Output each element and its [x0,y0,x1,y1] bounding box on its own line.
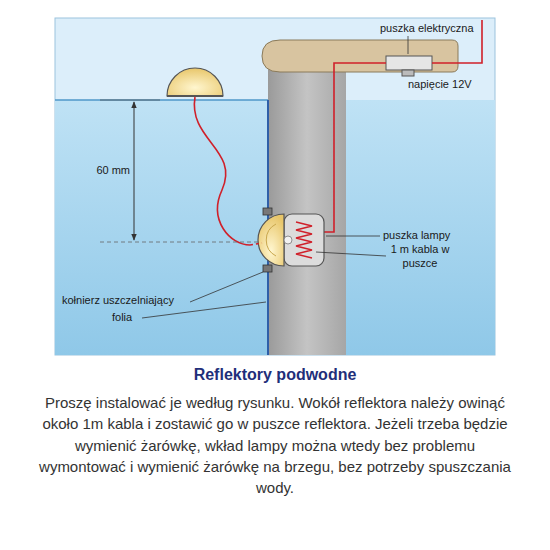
note-label: 1 m kabla w puszce [388,243,452,271]
part-label: folia [112,311,132,325]
part-label: puszka lampy [383,229,450,243]
part-label: kołnierz uszczelniający [62,294,174,308]
part-label: puszka elektryczna [380,22,474,36]
caption-text: Proszę instalować je według rysunku. Wok… [38,392,512,498]
heading: Reflektory podwodne [0,366,550,384]
voltage-label: napięcie 12V [408,78,472,92]
dimension-label: 60 mm [80,164,130,178]
